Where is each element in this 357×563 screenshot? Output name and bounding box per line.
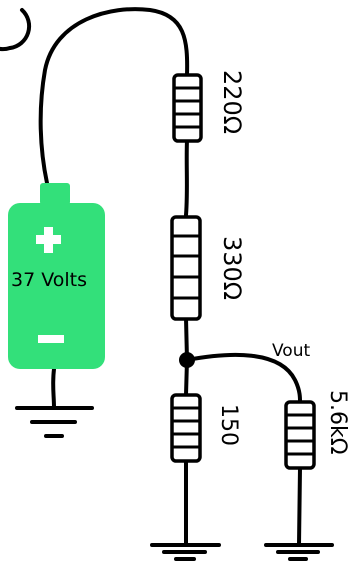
r1-label: 220Ω [218,70,246,134]
plus-icon [36,227,61,253]
wire-battery-bottom-to-ground [51,367,56,410]
ground-icon [15,406,94,438]
junction-node [179,352,195,368]
top-left-circle-arc [8,8,32,50]
vout-label: Vout [272,341,310,361]
top-left-partial-circle [0,46,12,52]
resistor-r3 [170,393,202,463]
resistor-r4 [284,400,316,470]
wire-node-to-r4 [185,352,303,410]
battery-body [8,203,105,369]
wire-r1-to-r2 [184,138,189,217]
minus-icon [38,335,64,343]
wire-battery-top-to-r1 [38,7,190,185]
battery-terminal [40,183,70,205]
r2-label: 330Ω [218,236,246,300]
resistor-r2 [170,215,202,321]
r4-label: 5.6kΩ [325,390,350,455]
r3-label: 150 [216,404,241,446]
battery-label: 37 Volts [11,269,87,291]
wire-r4-to-ground [297,466,302,547]
resistor-r1 [172,73,203,143]
ground-icon [264,543,334,561]
ground-icon [150,543,221,561]
battery: 37 Volts [8,183,105,369]
